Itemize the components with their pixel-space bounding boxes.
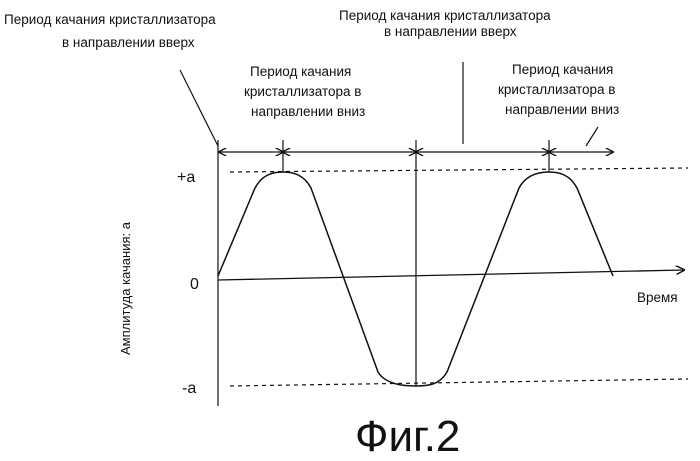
label-down-period-right-line3: направлении вниз [505,102,619,117]
leader-line-left [180,70,218,146]
label-time-axis: Время [637,290,678,305]
label-down-period-right-line2: кристаллизатора в [498,82,615,97]
time-axis [218,270,684,280]
label-zero: 0 [190,276,199,293]
label-amplitude-axis: Амплитуда качания: a [118,221,133,355]
label-up-period-mid-line1: Период качания кристаллизатора [339,8,551,23]
label-minus-a: -a [182,380,196,397]
label-down-period-mid-line1: Период качания [250,64,351,79]
label-down-period-mid-line3: направлении вниз [251,104,365,119]
dashed-line-plus-a [230,168,688,172]
label-plus-a: +a [177,169,195,186]
dashed-line-minus-a [230,379,688,386]
label-down-period-mid-line2: кристаллизатора в [244,84,361,99]
label-up-period-mid-line2: в направлении вверх [384,24,517,39]
figure-caption: Фиг.2 [355,412,460,461]
label-up-period-left-line2: в направлении вверх [62,35,195,50]
label-up-period-left-line1: Период качания кристаллизатора [4,12,216,27]
leader-line-right [586,127,598,146]
label-down-period-right-line1: Период качания [512,62,613,77]
